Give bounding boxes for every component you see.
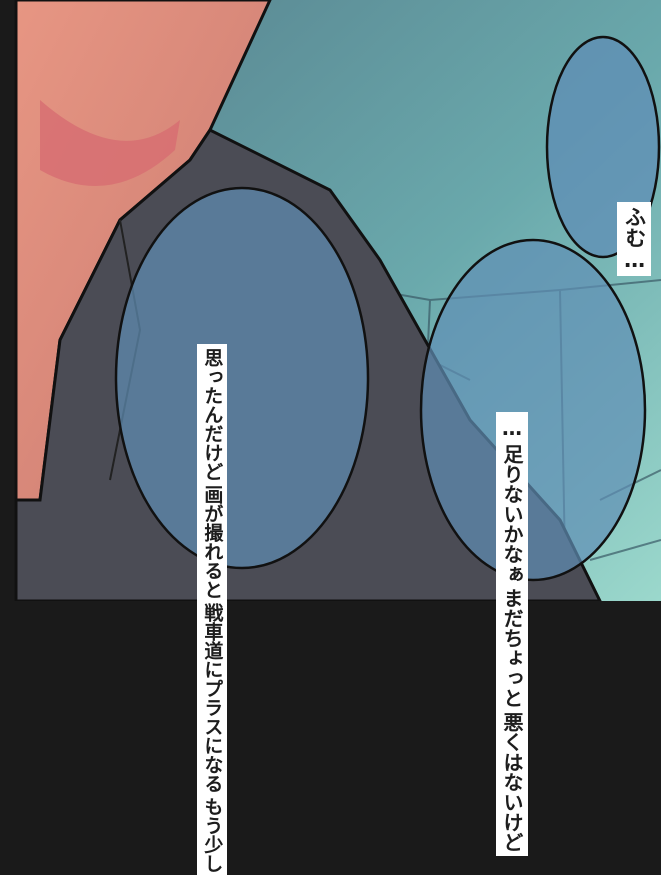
bubble-left-line-1: もう少し <box>198 795 226 875</box>
bubble-right-line-2: まだちょっと <box>498 586 526 710</box>
bubble-left-line-4: 思ったんだけど <box>198 346 226 483</box>
bubble-left-line-2: 戦車道にプラスになる <box>198 601 226 795</box>
bubble-top-line-1: ふむ… <box>619 204 649 274</box>
bubble-text-right: …足りないかなぁまだちょっと悪くはないけど <box>468 318 552 854</box>
bubble-left-line-3: 画が撮れると <box>198 483 226 601</box>
bubble-text-top: ふむ… <box>588 108 661 274</box>
bubble-right-line-1: 悪くはないけど <box>498 710 526 854</box>
speech-bubble-right <box>419 238 647 582</box>
bubble-right-line-4: … <box>498 414 526 442</box>
chin-shadow <box>40 100 180 186</box>
speech-bubble-top <box>545 35 661 259</box>
bubble-right-line-3: 足りないかなぁ <box>498 442 526 586</box>
left-border <box>0 0 16 601</box>
bubble-text-left: 思ったんだけど画が撮れると戦車道にプラスになるもう少し <box>170 258 250 875</box>
panel-artwork <box>0 0 661 603</box>
speech-bubble-left <box>114 186 370 570</box>
